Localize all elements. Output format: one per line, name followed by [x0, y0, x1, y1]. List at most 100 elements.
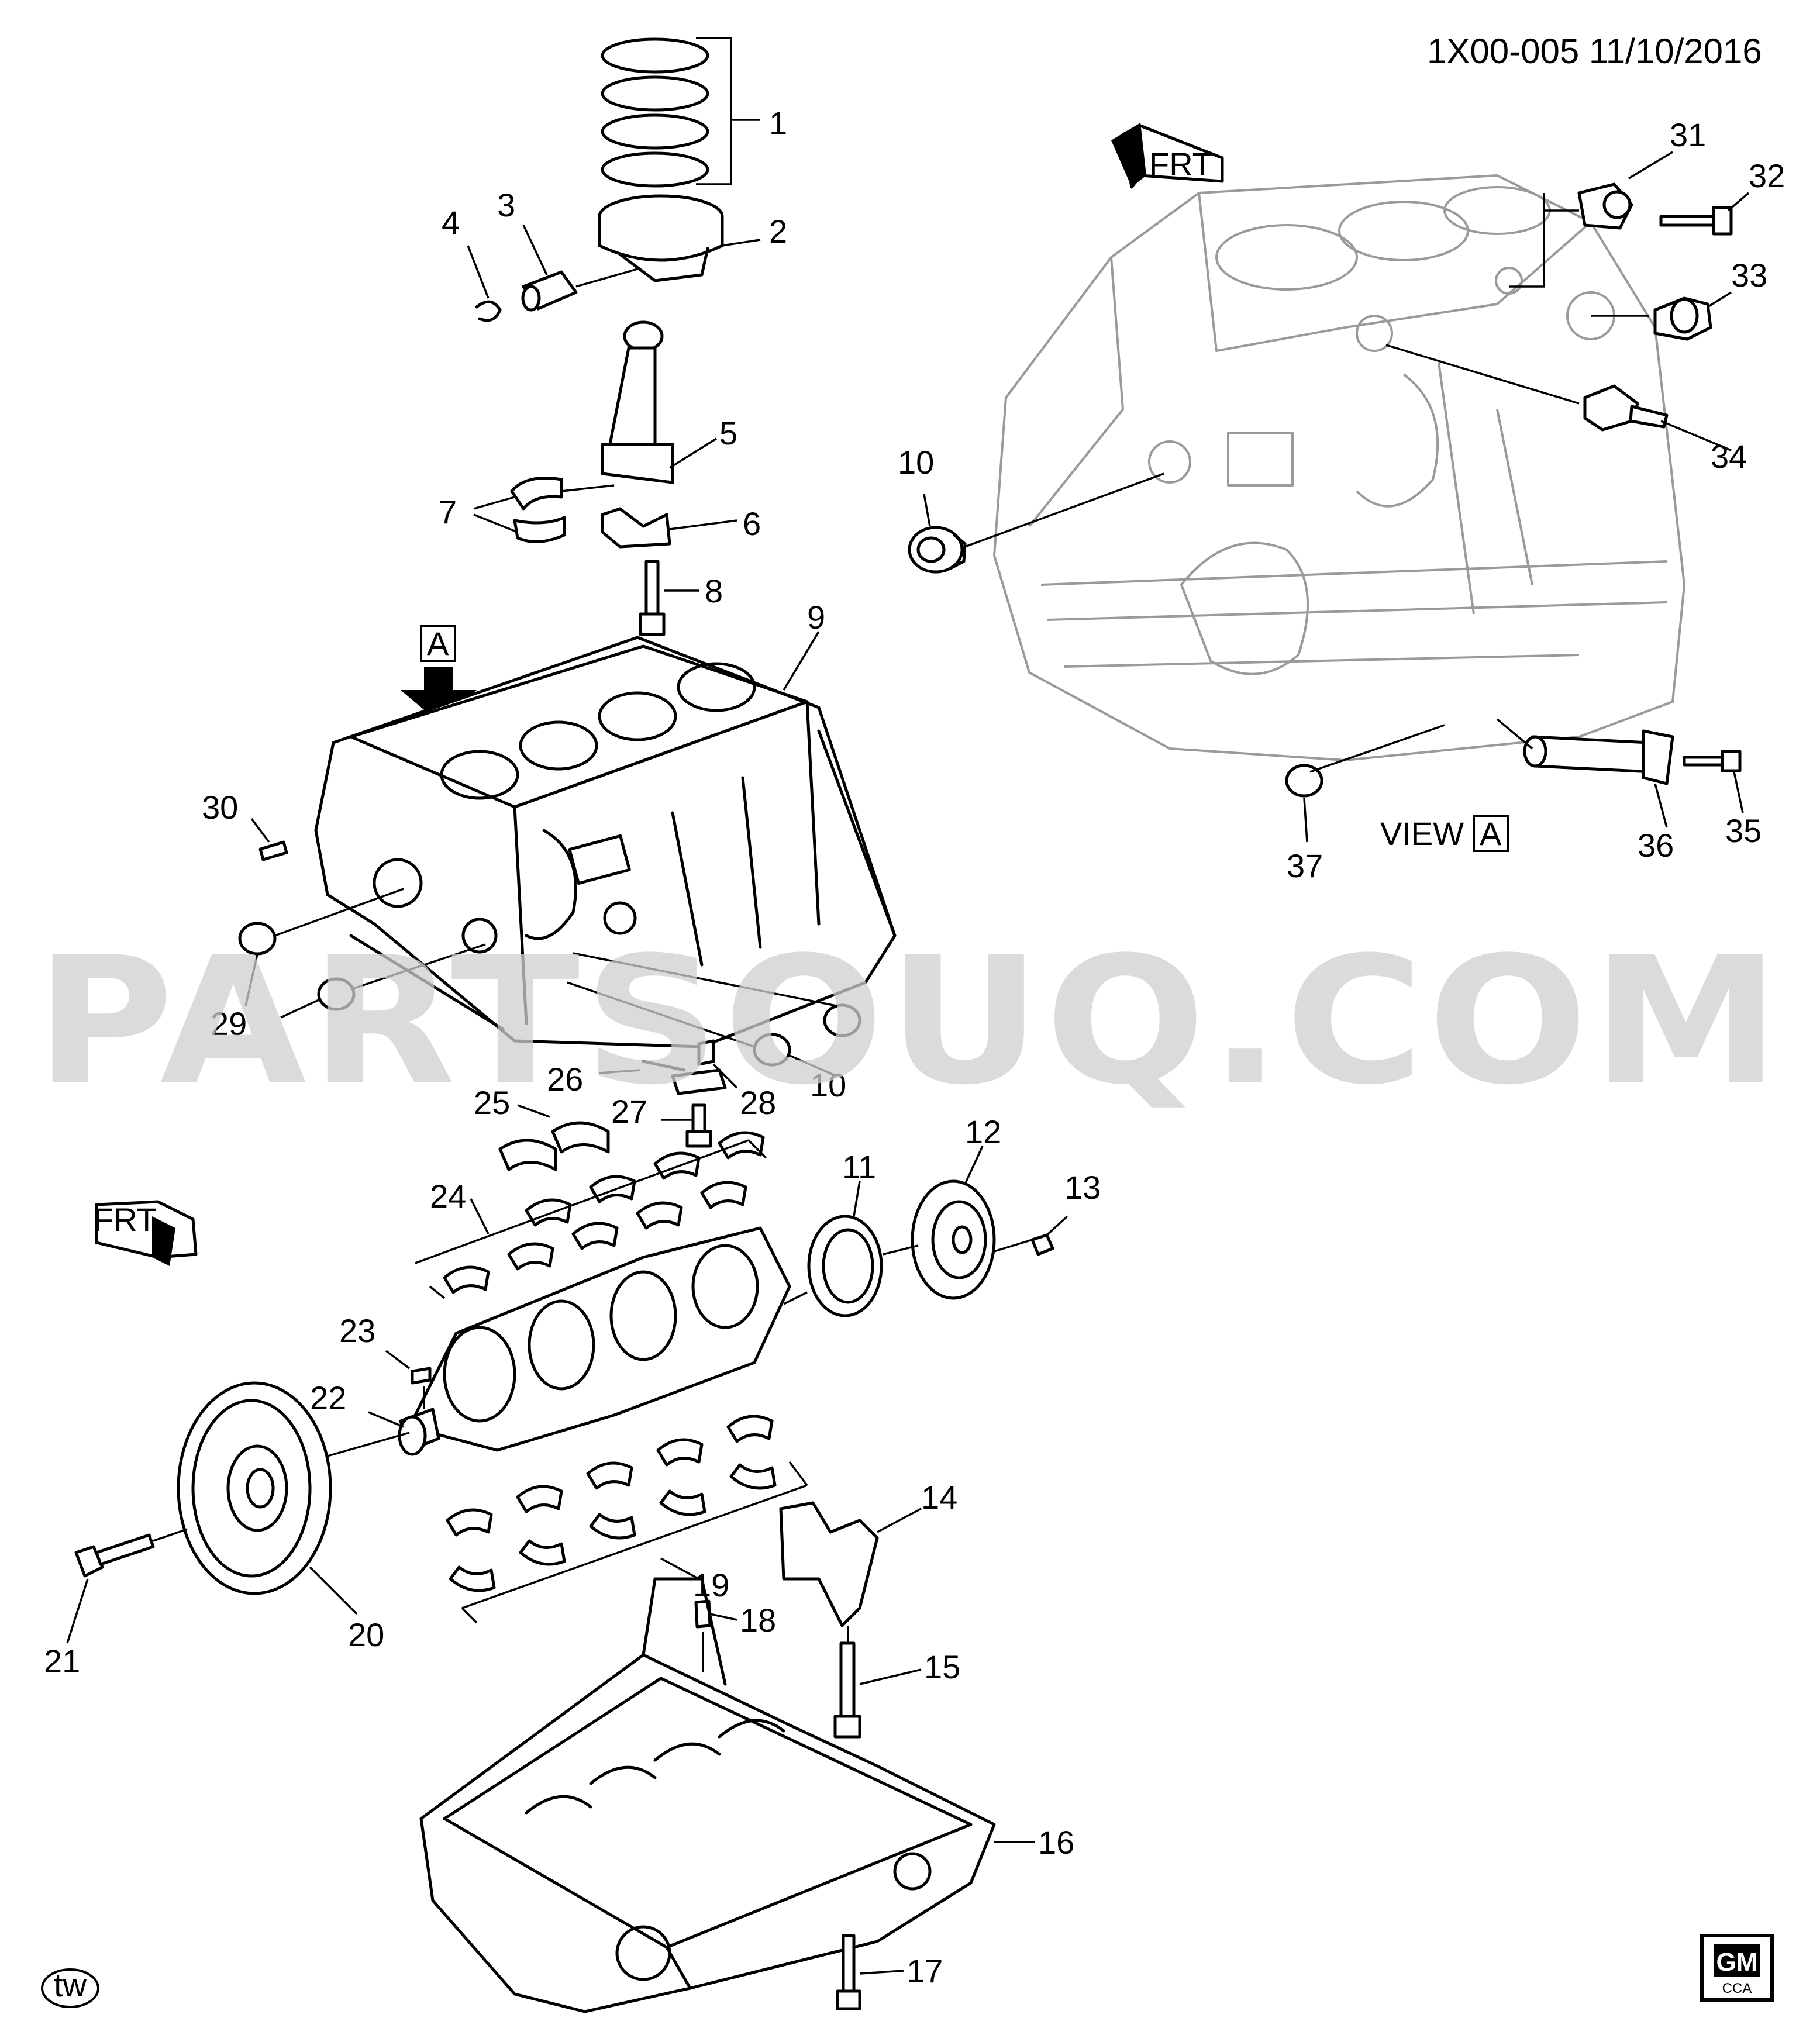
- leader-3: [522, 225, 638, 288]
- callout-11: 11: [842, 1148, 876, 1185]
- leader-4: [467, 245, 490, 299]
- callout-20: 20: [348, 1616, 384, 1653]
- gm-text: GM: [1716, 1948, 1758, 1977]
- callout-18: 18: [740, 1602, 776, 1639]
- callout-9: 9: [807, 599, 825, 636]
- plug-10-view-a: [908, 526, 967, 574]
- callout-30: 30: [202, 789, 238, 826]
- leader-22: [368, 1411, 404, 1428]
- callout-17: 17: [906, 1953, 943, 1989]
- view-a-label: VIEW A: [1380, 815, 1509, 852]
- plug-33: [1653, 296, 1712, 341]
- lower-main-bearings-19: [446, 1415, 808, 1624]
- piston-pin: [521, 270, 578, 312]
- connecting-rod: [601, 320, 674, 484]
- callout-19: 19: [693, 1567, 729, 1603]
- lower-crankcase-16: [419, 1577, 996, 2013]
- leader-35: [1733, 771, 1744, 813]
- leader-33: [1591, 291, 1732, 317]
- callout-labels: 1 2 3 4 5 6 7 8 9 10 10 10 11 12 13 14 1…: [44, 105, 1785, 1989]
- callout-35: 35: [1725, 812, 1762, 849]
- tw-text: tw: [54, 1967, 87, 2003]
- leader-37: [1303, 724, 1445, 843]
- leader-29: [244, 888, 486, 1019]
- callout-16: 16: [1038, 1824, 1074, 1861]
- oil-jet-28: [642, 1039, 727, 1095]
- rear-main-seal-11: [807, 1215, 883, 1317]
- leader-7: [473, 484, 615, 533]
- callout-23: 23: [339, 1312, 375, 1349]
- sensor-bolt-35: [1683, 750, 1742, 772]
- callout-27: 27: [611, 1093, 647, 1130]
- callout-10-block: 10: [810, 1067, 846, 1103]
- leader-15: [859, 1668, 922, 1685]
- diagram-reference: 1X00-005 11/10/2016: [1427, 32, 1762, 71]
- bolt-13: [1030, 1233, 1054, 1256]
- oil-pressure-switch-34: [1583, 384, 1669, 432]
- callout-6: 6: [743, 505, 761, 542]
- callout-37: 37: [1287, 847, 1323, 884]
- leader-5: [669, 437, 717, 469]
- callout-15: 15: [924, 1648, 960, 1685]
- callout-12: 12: [965, 1113, 1001, 1150]
- callout-5: 5: [719, 415, 737, 451]
- front-label-2: FRT: [94, 1201, 157, 1238]
- piston-rings: [601, 37, 709, 188]
- connecting-rod-bearings: [510, 477, 566, 543]
- main-bearing-cap-bolt-15: [833, 1641, 861, 1739]
- connecting-rod-bolt: [639, 560, 666, 636]
- leader-36: [1496, 718, 1668, 828]
- leader-24: [470, 1198, 490, 1234]
- callout-22: 22: [310, 1379, 346, 1416]
- leader-11: [783, 1181, 861, 1305]
- plug-10-front: [823, 1003, 861, 1037]
- callout-8: 8: [705, 572, 723, 609]
- piston: [598, 194, 724, 282]
- callout-10-view-a: 10: [898, 444, 934, 481]
- leader-10-view-a: [923, 472, 1164, 548]
- callout-21: 21: [44, 1643, 80, 1679]
- leader-26: [599, 1069, 641, 1074]
- connecting-rod-cap: [601, 507, 671, 549]
- tw-badge: tw: [41, 1967, 99, 2008]
- callout-7: 7: [439, 494, 457, 530]
- leader-25: [517, 1104, 550, 1118]
- gm-logo: GM CCA: [1700, 1934, 1774, 2002]
- front-direction-marker: FRT: [94, 1200, 198, 1266]
- view-letter: A: [1480, 815, 1502, 852]
- callout-34: 34: [1711, 438, 1747, 475]
- crankshaft: [398, 1226, 791, 1456]
- plug-10-lower: [753, 1033, 791, 1067]
- cca-text: CCA: [1722, 1981, 1752, 1996]
- crank-key-23: [411, 1367, 432, 1385]
- callout-24: 24: [430, 1178, 466, 1215]
- leader-20: [309, 1432, 410, 1615]
- view-a-engine-block: [993, 174, 1685, 761]
- plug-29-upper: [238, 922, 277, 956]
- leader-17: [859, 1970, 904, 1975]
- dowel-pin-18: [694, 1599, 712, 1629]
- callout-4: 4: [442, 204, 460, 241]
- knock-sensor: [1577, 182, 1633, 230]
- callout-31: 31: [1670, 116, 1706, 153]
- main-bearing-cap-14: [779, 1501, 879, 1627]
- front-direction-marker-view-a: FRT: [1111, 123, 1224, 189]
- callout-32: 32: [1749, 157, 1785, 194]
- callout-1: 1: [769, 105, 787, 142]
- callout-26: 26: [547, 1061, 583, 1098]
- seal-37: [1285, 764, 1323, 798]
- callout-14: 14: [921, 1479, 957, 1516]
- view-text: VIEW: [1380, 815, 1464, 852]
- leader-18: [702, 1613, 737, 1672]
- leader-10-block: [567, 952, 837, 1077]
- upper-main-bearings-24: [415, 1131, 767, 1299]
- leader-2: [722, 239, 761, 247]
- callout-3: 3: [497, 187, 515, 223]
- front-label: FRT: [1149, 146, 1212, 182]
- callout-33: 33: [1731, 257, 1767, 294]
- balancer-bolt-21: [74, 1533, 155, 1578]
- leader-12: [883, 1146, 984, 1256]
- leader-6: [669, 519, 737, 530]
- leader-23: [385, 1350, 425, 1409]
- callout-13: 13: [1064, 1169, 1101, 1206]
